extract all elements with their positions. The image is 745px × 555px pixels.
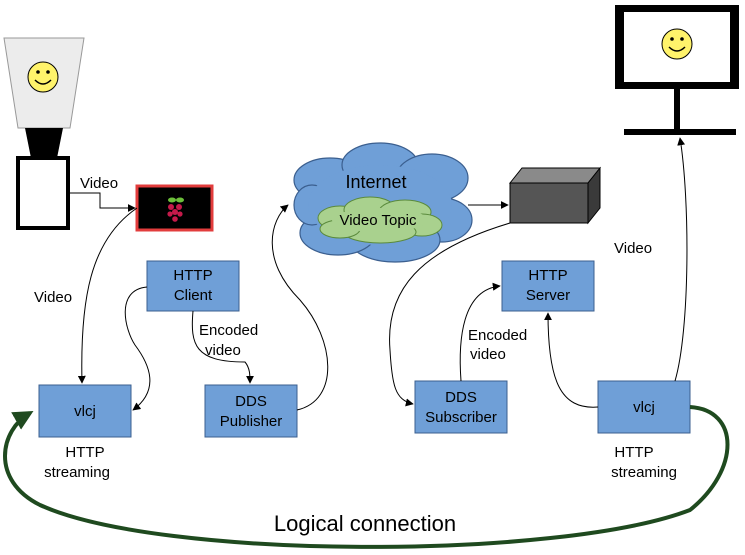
raspberry-pi-icon	[135, 184, 214, 232]
http-streaming-right-line1: HTTP	[614, 444, 653, 461]
pi-to-vlcj-arrow	[77, 207, 138, 384]
vlcj-left-box: vlcj	[38, 384, 132, 438]
pi-to-vlcj-label: Video	[34, 289, 72, 306]
smiley-icon	[27, 61, 59, 93]
vlcj-right-label: vlcj	[633, 399, 655, 416]
monitor-icon	[615, 5, 739, 135]
dds-publisher-line2: Publisher	[220, 413, 283, 430]
dds-publisher-box: DDS Publisher	[204, 384, 298, 438]
http-client-box: HTTP Client	[146, 260, 240, 312]
client-to-publisher-arrow	[191, 310, 254, 384]
internet-cloud	[293, 142, 473, 263]
vlcj-to-monitor-arrow	[674, 137, 688, 382]
camera-icon	[3, 37, 85, 230]
subscriber-to-server-arrow	[459, 282, 501, 382]
dds-subscriber-line1: DDS	[445, 389, 477, 406]
server-box-icon	[508, 166, 602, 225]
dds-subscriber-line2: Subscriber	[425, 409, 497, 426]
internet-label: Internet	[345, 172, 406, 192]
vlcj-left-label: vlcj	[74, 403, 96, 420]
encoded-right-line2: video	[470, 346, 506, 363]
http-client-line1: HTTP	[173, 267, 212, 284]
camera-to-pi-arrow	[68, 192, 136, 212]
logical-connection-arc	[3, 405, 730, 549]
http-client-line2: Client	[174, 287, 213, 304]
dds-publisher-line1: DDS	[235, 393, 267, 410]
dds-subscriber-box: DDS Subscriber	[414, 380, 508, 434]
publisher-to-cloud-arrow	[271, 204, 329, 411]
camera-to-pi-label: Video	[80, 175, 118, 192]
encoded-left-line1: Encoded	[199, 322, 258, 339]
server-to-subscriber-arrow	[389, 222, 511, 407]
http-server-line1: HTTP	[528, 267, 567, 284]
encoded-left-line2: video	[205, 342, 241, 359]
video-topic-label: Video Topic	[339, 212, 417, 229]
http-server-box: HTTP Server	[501, 260, 595, 312]
smiley-icon	[661, 28, 693, 60]
http-server-line2: Server	[526, 287, 570, 304]
vlcj-to-monitor-label: Video	[614, 240, 652, 257]
http-streaming-right-line2: streaming	[611, 464, 677, 481]
vlcj-to-server-arrow	[544, 312, 599, 408]
logical-connection-label: Logical connection	[274, 511, 456, 536]
http-streaming-left-line2: streaming	[44, 464, 110, 481]
encoded-right-line1: Encoded	[468, 327, 527, 344]
raspberry-logo-icon	[167, 197, 184, 222]
client-to-vlcj-arrow	[124, 286, 151, 411]
vlcj-right-box: vlcj	[597, 380, 691, 434]
http-streaming-left-line1: HTTP	[65, 444, 104, 461]
